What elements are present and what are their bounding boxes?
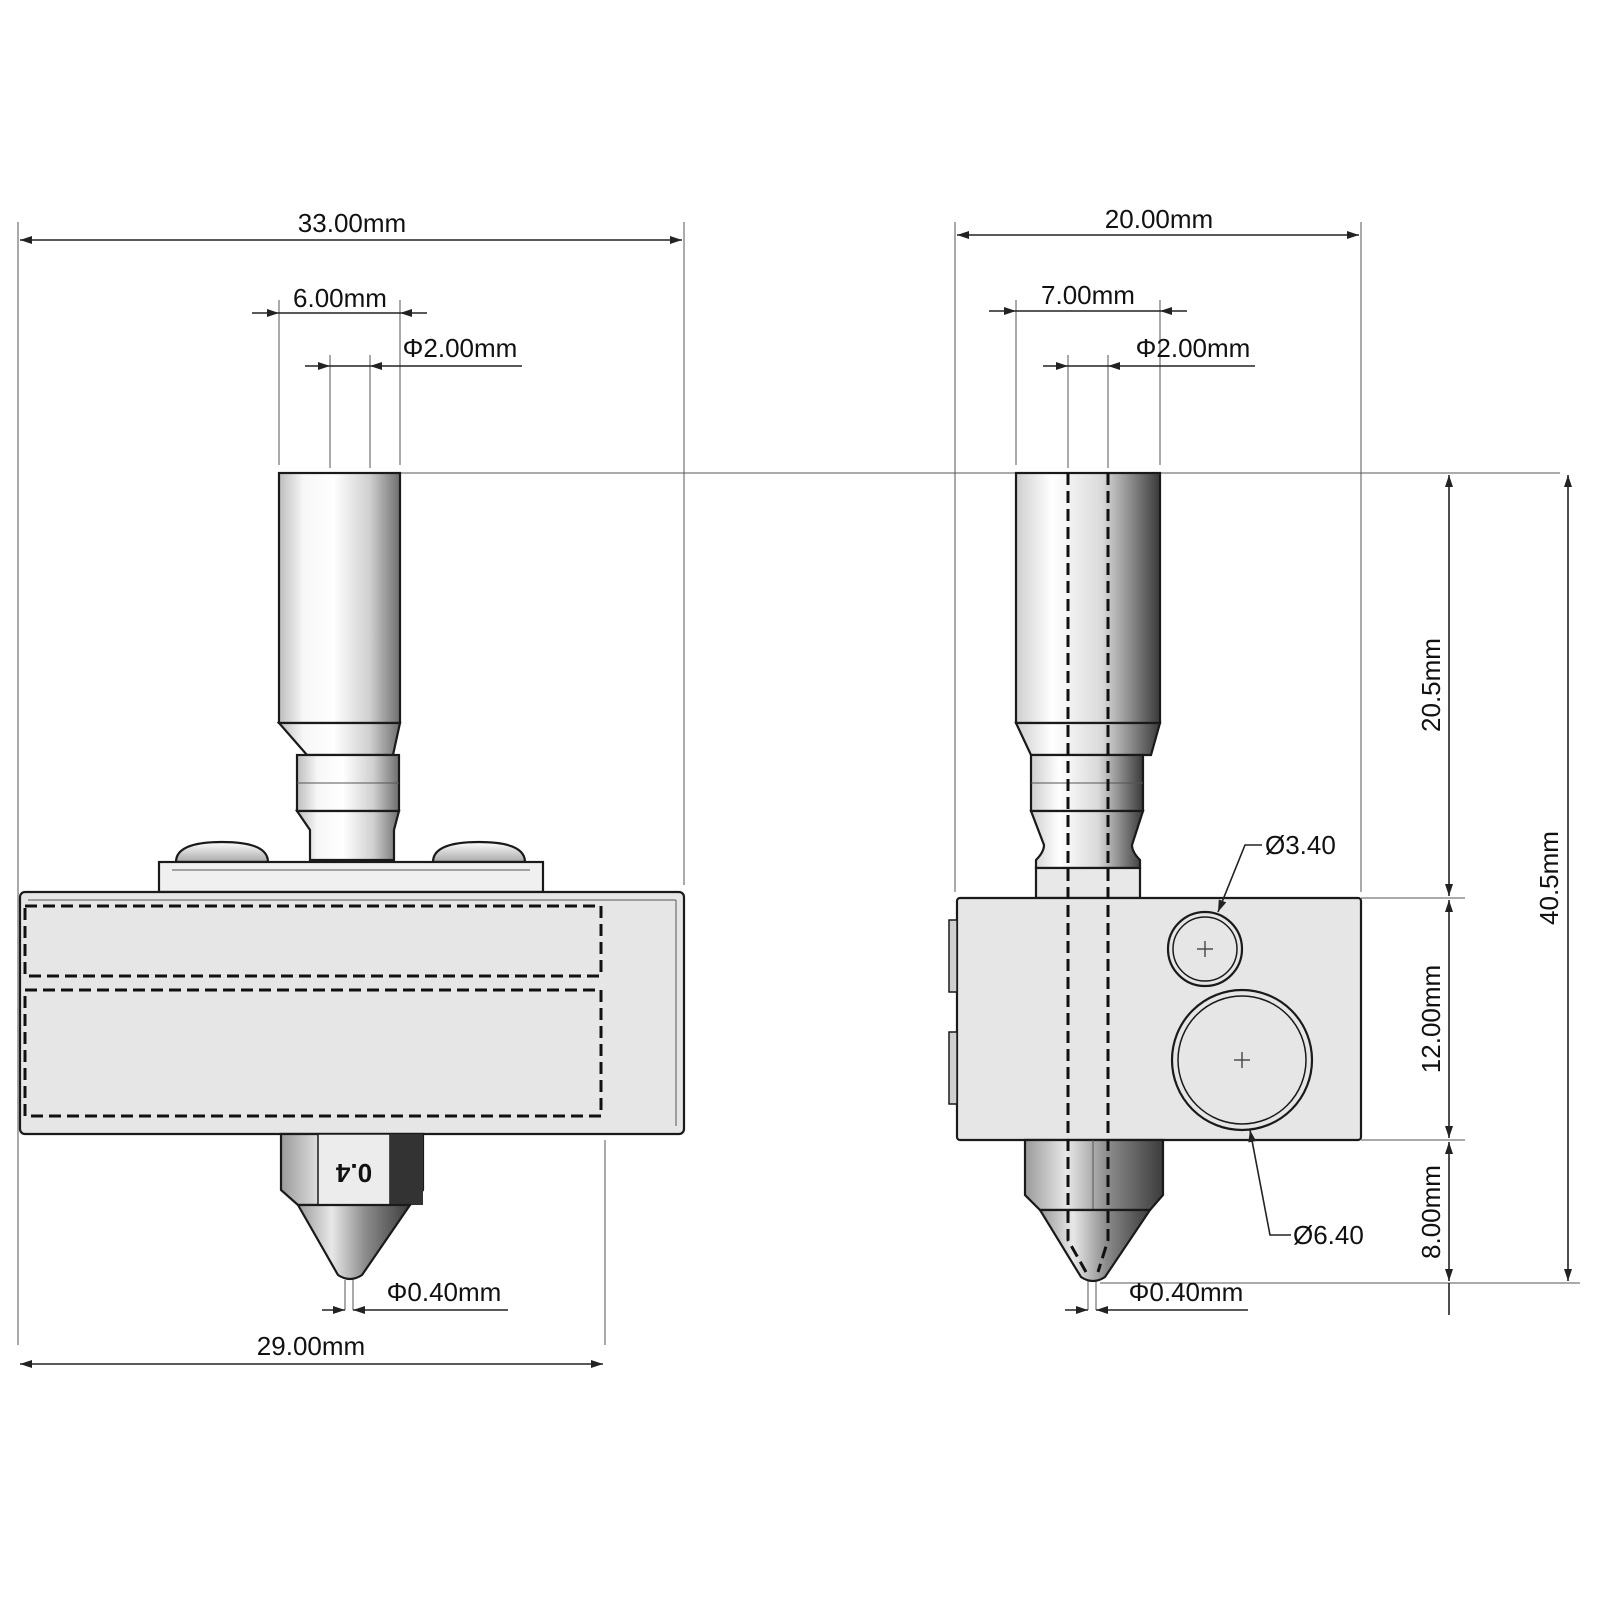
side-overall-width-label: 20.00mm	[1105, 204, 1213, 234]
nozzle-size-mark: 0.4	[335, 1158, 372, 1188]
thermistor-hole-label: Ø3.40	[1265, 830, 1336, 860]
front-heater-block	[18, 890, 686, 1136]
side-filament-dia-label: Φ2.00mm	[1136, 333, 1251, 363]
side-hidden-filament-path	[1066, 473, 1088, 1273]
side-nozzle-tip	[1038, 1208, 1153, 1283]
front-nozzle-offset-label: 29.00mm	[257, 1331, 365, 1361]
front-screw-left	[174, 840, 270, 864]
front-view: 0.4 33.00mm 6.00mm Φ2.00mm Φ0.40mm 29.00…	[17, 208, 1560, 1368]
side-screw-stub-top	[948, 919, 958, 993]
front-nozzle-tip	[296, 1203, 413, 1281]
front-hidden-thermistor-bore	[23, 904, 603, 978]
front-heatbreak-tube	[277, 471, 402, 725]
side-heatbreak-width-label: 7.00mm	[1041, 280, 1135, 310]
overall-height-label: 40.5mm	[1534, 831, 1564, 925]
front-screw-right	[431, 840, 527, 864]
front-clamp-plate	[157, 860, 545, 894]
side-heatbreak-base	[1034, 866, 1142, 900]
side-heatbreak-taper	[1014, 721, 1162, 757]
front-overall-width-label: 33.00mm	[298, 208, 406, 238]
side-nozzle-hex	[1023, 1138, 1165, 1212]
side-heater-block	[955, 896, 1363, 1142]
side-view: 20.00mm 7.00mm Φ2.00mm Φ0.40mm Ø3.40 Ø6.…	[948, 204, 1580, 1315]
nozzle-height-label: 8.00mm	[1416, 1165, 1446, 1259]
front-filament-dia-label: Φ2.00mm	[403, 333, 518, 363]
side-heatbreak-tube	[1014, 471, 1162, 725]
heatbreak-height-label: 20.5mm	[1416, 638, 1446, 732]
front-heatbreak-width-label: 6.00mm	[293, 283, 387, 313]
heater-hole-label: Ø6.40	[1293, 1220, 1364, 1250]
front-nozzle-bore-label: Φ0.40mm	[387, 1277, 502, 1307]
front-heatbreak-neck	[294, 809, 401, 862]
side-heatbreak-neck	[1029, 809, 1145, 870]
side-nozzle-bore-label: Φ0.40mm	[1129, 1277, 1244, 1307]
front-heatbreak-taper	[276, 721, 402, 757]
block-height-label: 12.00mm	[1416, 965, 1446, 1073]
side-screw-stub-bottom	[948, 1031, 958, 1105]
front-hidden-heater-bore	[23, 988, 603, 1118]
